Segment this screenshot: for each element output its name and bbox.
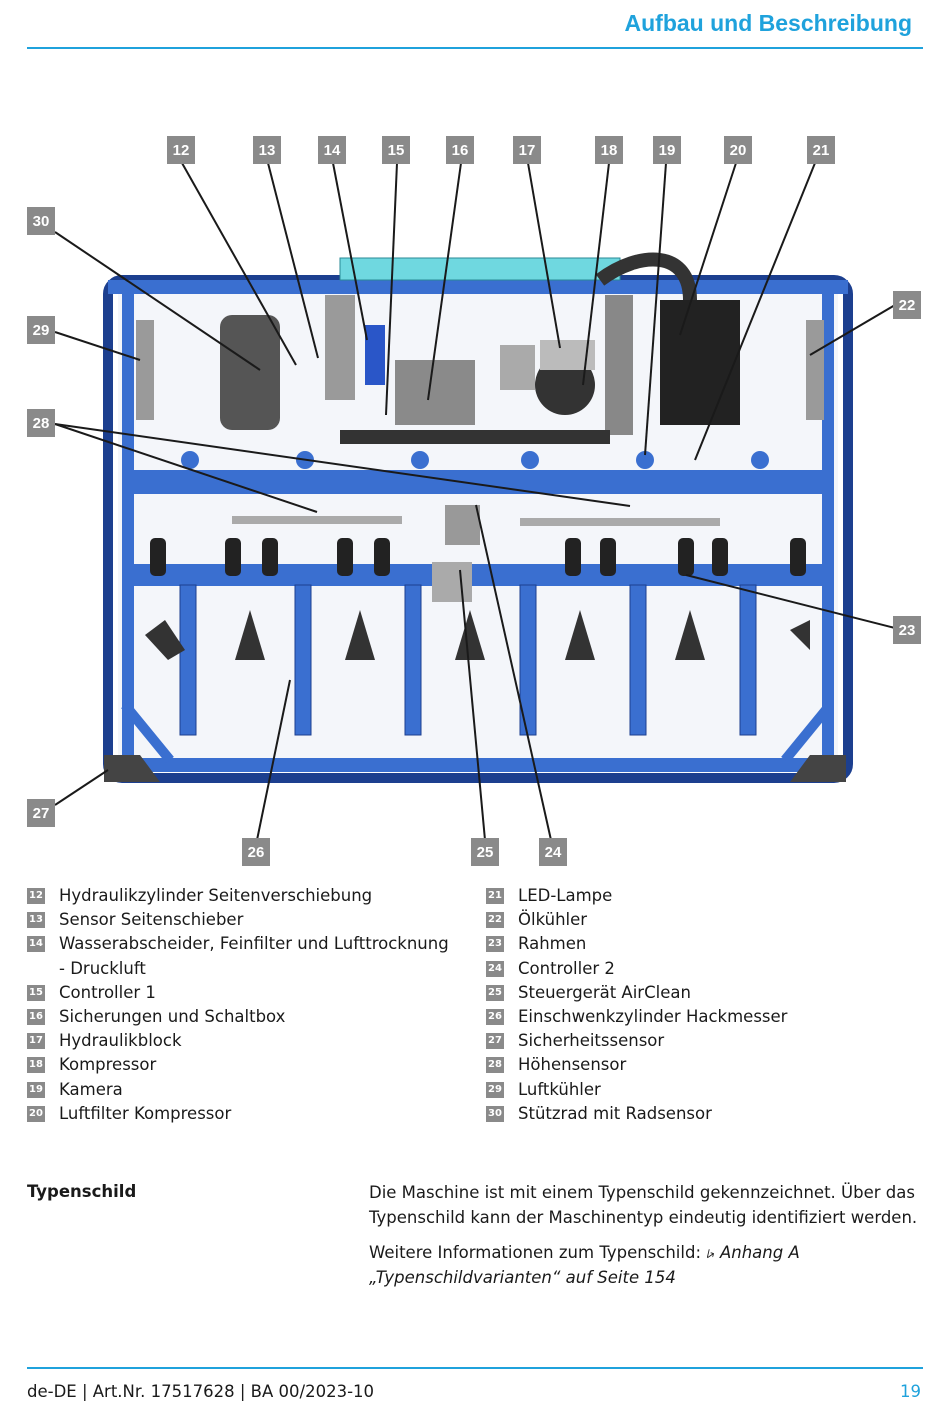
legend-number: 24 <box>486 960 504 977</box>
section-body-typenschild: Die Maschine ist mit einem Typenschild g… <box>369 1180 919 1300</box>
callout-24: 24 <box>539 838 567 866</box>
legend-item: 20 Luftfilter Kompressor <box>27 1102 457 1126</box>
legend-text: Controller 2 <box>518 958 615 978</box>
legend-number: 30 <box>486 1105 504 1122</box>
legend-number: 13 <box>27 912 45 929</box>
legend-number: 21 <box>486 888 504 904</box>
legend-text: Kompressor <box>59 1055 157 1075</box>
legend-text: Kamera <box>59 1079 123 1099</box>
legend-item: 24 Controller 2 <box>486 957 906 981</box>
callout-12: 12 <box>167 136 195 164</box>
paragraph: Die Maschine ist mit einem Typenschild g… <box>369 1183 918 1227</box>
legend-item: 19 Kamera <box>27 1078 457 1102</box>
legend-item: 23 Rahmen <box>486 932 906 956</box>
callout-29: 29 <box>27 316 55 344</box>
legend-item: 18 Kompressor <box>27 1053 457 1077</box>
page-number: 19 <box>900 1382 921 1401</box>
legend-text: Luftfilter Kompressor <box>59 1103 232 1123</box>
legend-item: 29 Luftkühler <box>486 1078 906 1102</box>
legend-number: 20 <box>27 1105 45 1122</box>
legend-number: 19 <box>27 1081 45 1098</box>
footer-rule <box>27 1367 923 1369</box>
header-rule <box>27 47 923 49</box>
callout-30: 30 <box>27 207 55 235</box>
legend-text: Stützrad mit Radsensor <box>518 1103 712 1123</box>
callout-18: 18 <box>595 136 623 164</box>
legend-text: Sicherheitssensor <box>518 1031 665 1051</box>
legend-item: 30 Stützrad mit Radsensor <box>486 1102 906 1126</box>
legend-number: 17 <box>27 1033 45 1050</box>
legend-number: 28 <box>486 1057 504 1074</box>
legend-text: Sensor Seitenschieber <box>59 910 244 930</box>
xref-prefix: Weitere Informationen zum Typenschild: <box>369 1243 707 1262</box>
legend-item: 21 LED-Lampe <box>486 884 906 908</box>
legend-item: 25 Steuergerät AirClean <box>486 981 906 1005</box>
legend-text: Wasserabscheider, Feinfilter und Lufttro… <box>59 934 449 978</box>
legend-number: 14 <box>27 936 45 953</box>
footer-doc-info: de-DE | Art.Nr. 17517628 | BA 00/2023-10 <box>27 1382 375 1401</box>
legend-text: Hydraulikzylinder Seitenverschiebung <box>59 886 373 905</box>
legend-right: 21 LED-Lampe 22 Ölkühler 23 Rahmen 24 Contro… <box>486 884 906 1126</box>
paragraph-xref: Weitere Informationen zum Typenschild: ⭟… <box>369 1240 919 1290</box>
legend-text: Einschwenkzylinder Hackmesser <box>518 1007 788 1027</box>
callout-27: 27 <box>27 799 55 827</box>
legend-text: Rahmen <box>518 934 587 954</box>
legend-number: 26 <box>486 1009 504 1026</box>
legend-number: 16 <box>27 1009 45 1026</box>
legend-item: 16 Sicherungen und Schaltbox <box>27 1005 457 1029</box>
link-arrow-icon: ⭟ <box>706 1243 715 1262</box>
callout-16: 16 <box>446 136 474 164</box>
machine-figure: 12 13 14 15 16 17 18 19 20 21 22 23 24 2… <box>0 130 950 870</box>
legend-item: 28 Höhensensor <box>486 1053 906 1077</box>
legend-number: 15 <box>27 984 45 1001</box>
callout-17: 17 <box>513 136 541 164</box>
callout-25: 25 <box>471 838 499 866</box>
legend-text: Luftkühler <box>518 1079 601 1099</box>
callout-15: 15 <box>382 136 410 164</box>
legend-number: 23 <box>486 936 504 953</box>
legend-item: 15 Controller 1 <box>27 981 457 1005</box>
legend-item: 26 Einschwenkzylinder Hackmesser <box>486 1005 906 1029</box>
machine-illustration <box>54 162 896 841</box>
legend-number: 29 <box>486 1081 504 1098</box>
legend-text: LED-Lampe <box>518 886 613 905</box>
legend-number: 22 <box>486 912 504 929</box>
legend-item: 13 Sensor Seitenschieber <box>27 908 457 932</box>
callout-13: 13 <box>253 136 281 164</box>
legend-number: 12 <box>27 888 45 904</box>
callout-28: 28 <box>27 409 55 437</box>
callout-21: 21 <box>807 136 835 164</box>
legend-text: Sicherungen und Schaltbox <box>59 1007 286 1027</box>
callout-26: 26 <box>242 838 270 866</box>
legend-text: Controller 1 <box>59 982 156 1002</box>
legend-item: 27 Sicherheitssensor <box>486 1029 906 1053</box>
callout-22: 22 <box>893 291 921 319</box>
page-header-title: Aufbau und Beschreibung <box>624 10 913 36</box>
legend-item: 12 Hydraulikzylinder Seitenverschiebung <box>27 884 457 908</box>
legend-text: Steuergerät AirClean <box>518 982 691 1002</box>
legend-left: 12 Hydraulikzylinder Seitenverschiebung 1… <box>27 884 457 1126</box>
callout-23: 23 <box>893 616 921 644</box>
callout-20: 20 <box>724 136 752 164</box>
callout-19: 19 <box>653 136 681 164</box>
legend-number: 27 <box>486 1033 504 1050</box>
legend-number: 25 <box>486 984 504 1001</box>
section-heading-typenschild: Typenschild <box>27 1182 137 1201</box>
legend-item: 17 Hydraulikblock <box>27 1029 457 1053</box>
legend-text: Höhensensor <box>518 1055 627 1075</box>
callout-14: 14 <box>318 136 346 164</box>
legend-item: 14 Wasserabscheider, Feinfilter und Luftt… <box>27 932 457 980</box>
legend-item: 22 Ölkühler <box>486 908 906 932</box>
legend-text: Ölkühler <box>518 910 588 930</box>
legend-number: 18 <box>27 1057 45 1074</box>
legend-text: Hydraulikblock <box>59 1031 182 1051</box>
xref-link[interactable]: Anhang A „Typenschildvarianten“ auf Seit… <box>369 1243 800 1287</box>
